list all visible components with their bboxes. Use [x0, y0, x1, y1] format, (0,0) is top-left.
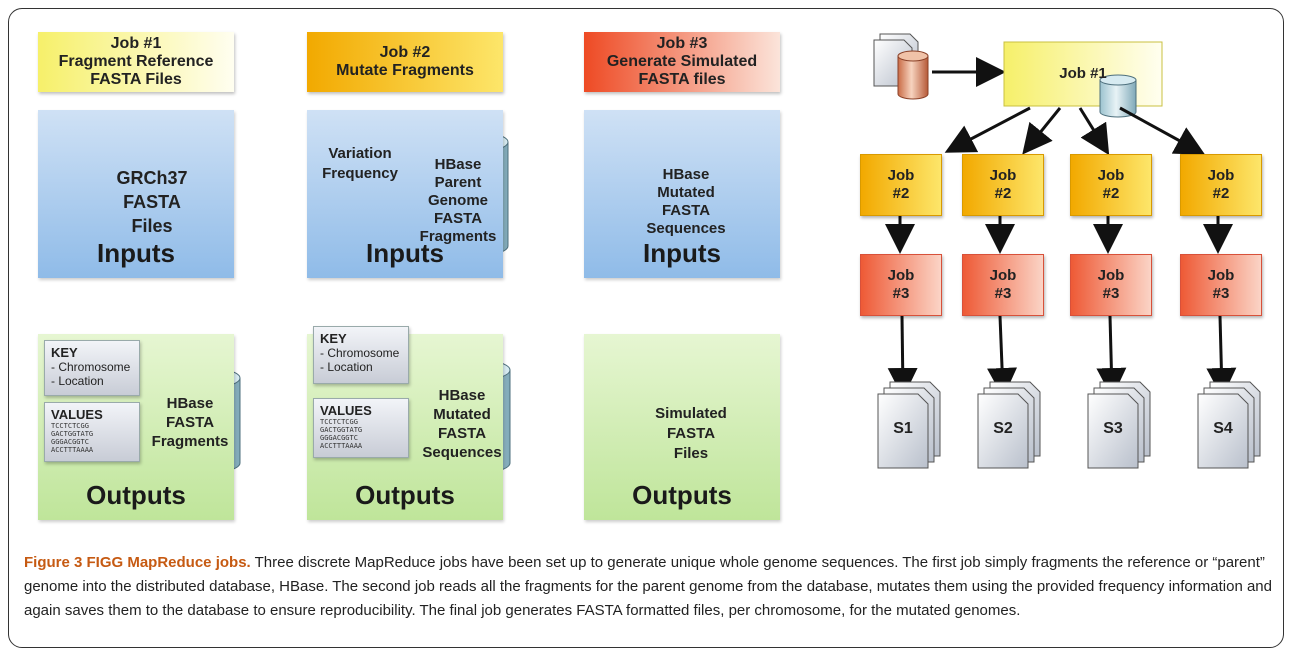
job3-header: Job #3 Generate Simulated FASTA files — [584, 32, 780, 92]
job3-inputs-panel: Inputs — [584, 110, 780, 278]
job1-inputs-panel: Inputs — [38, 110, 234, 278]
inputs-label: Inputs — [97, 238, 175, 268]
flow-job3-node: Job #3 — [962, 254, 1044, 316]
job2-header: Job #2 Mutate Fragments — [307, 32, 503, 92]
output-s1-label: S1 — [893, 420, 913, 437]
grch37-files-label: GRCh37 FASTA Files — [116, 168, 188, 236]
values-sequences: TCCTCTCGG GACTGGTATG GGGACGGTC ACCTTTAAA… — [320, 418, 363, 450]
values-box: VALUES TCCTCTCGG GACTGGTATG GGGACGGTC AC… — [313, 398, 409, 458]
key-title: KEY — [51, 345, 78, 360]
outputs-label: Outputs — [355, 480, 455, 510]
values-title: VALUES — [51, 407, 103, 422]
simulated-files-label: Simulated FASTA Files — [655, 405, 727, 462]
hbase-parent-label: HBase Parent Genome FASTA Fragments — [419, 156, 497, 245]
key-items: - Chromosome - Location — [320, 346, 400, 374]
values-box: VALUES TCCTCTCGG GACTGGTATG GGGACGGTC AC… — [44, 402, 140, 462]
values-sequences: TCCTCTCGG GACTGGTATG GGGACGGTC ACCTTTAAA… — [51, 422, 94, 454]
figure-frame — [8, 8, 1284, 648]
key-title: KEY — [320, 331, 347, 346]
key-box: KEY - Chromosome - Location — [44, 340, 140, 396]
output-s2-label: S2 — [993, 420, 1013, 437]
output-s3-label: S3 — [1103, 420, 1123, 437]
flow-job2-node: Job #2 — [860, 154, 942, 216]
hbase-mutated-output-label: HBase Mutated FASTA Sequences — [422, 387, 502, 461]
caption-text: Three discrete MapReduce jobs have been … — [24, 554, 1272, 619]
s-file-stacks — [877, 381, 1261, 469]
hbase-fragments-label: HBase FASTA Fragments — [151, 395, 229, 450]
flow-job3-node: Job #3 — [1070, 254, 1152, 316]
variation-frequency-label: Variation Frequency — [322, 145, 398, 182]
flow-job2-node: Job #2 — [962, 154, 1044, 216]
flow-source-docs-icon — [873, 33, 929, 100]
outputs-label: Outputs — [632, 480, 732, 510]
inputs-label: Inputs — [366, 238, 444, 268]
flow-job3-node: Job #3 — [1180, 254, 1262, 316]
flow-job2-node: Job #2 — [1070, 154, 1152, 216]
flow-job3-node: Job #3 — [860, 254, 942, 316]
flow-job1-node: Job #1 — [1059, 65, 1107, 82]
key-box: KEY - Chromosome - Location — [313, 326, 409, 384]
caption-title: Figure 3 FIGG MapReduce jobs. — [24, 554, 251, 571]
job3-outputs-panel: Outputs — [584, 334, 780, 520]
job1-header: Job #1 Fragment Reference FASTA Files — [38, 32, 234, 92]
flow-root-cylinder-icon — [1099, 74, 1137, 118]
outputs-label: Outputs — [86, 480, 186, 510]
figure-caption: Figure 3 FIGG MapReduce jobs. Three disc… — [24, 551, 1274, 623]
output-s4-label: S4 — [1213, 420, 1233, 437]
job2-inputs-panel: Inputs — [307, 110, 503, 278]
flow-job2-node: Job #2 — [1180, 154, 1262, 216]
values-title: VALUES — [320, 403, 372, 418]
hbase-mutated-input-label: HBase Mutated FASTA Sequences — [646, 166, 726, 237]
key-items: - Chromosome - Location — [51, 360, 131, 388]
inputs-label: Inputs — [643, 238, 721, 268]
